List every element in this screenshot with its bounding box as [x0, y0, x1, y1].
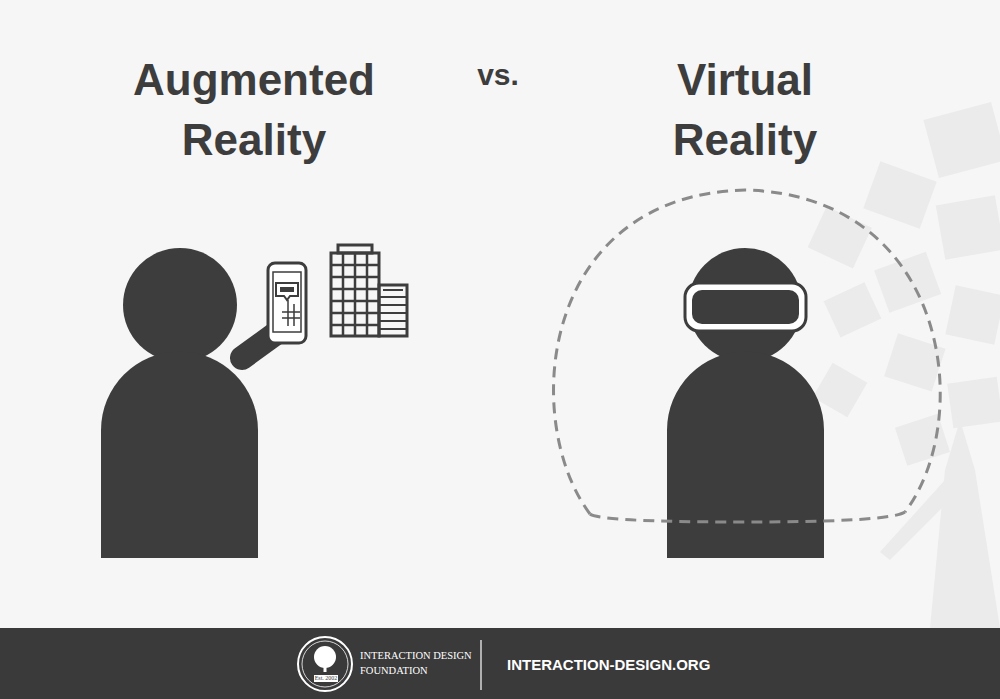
ar-person-part	[101, 352, 258, 559]
watermark-tree-part	[923, 102, 1000, 178]
vr-person	[667, 248, 824, 558]
footer-bar-part	[302, 641, 348, 687]
watermark-tree-part	[895, 414, 950, 466]
ar-heading: Augmented Reality	[119, 50, 389, 170]
vr-heading: Virtual Reality	[610, 50, 880, 170]
phone-icon-part	[282, 300, 300, 326]
footer-bar-part	[0, 628, 1000, 699]
phone-icon-part	[268, 263, 306, 343]
building-icon-part	[379, 285, 407, 336]
watermark-tree-part	[884, 333, 945, 391]
building-icon-part	[379, 290, 407, 329]
phone-icon-part	[276, 283, 298, 300]
foundation-name: INTERACTION DESIGN FOUNDATION	[360, 648, 478, 678]
watermark-tree-part	[945, 285, 1000, 344]
footer-bar-part	[298, 637, 352, 691]
virtual-dome-part	[590, 512, 905, 522]
footer-bar	[0, 628, 1000, 699]
vr-person-part	[667, 352, 824, 559]
virtual-dome	[554, 190, 941, 522]
watermark-tree-part	[947, 377, 1000, 429]
watermark-tree-part	[936, 195, 1000, 260]
watermark-tree	[808, 102, 1000, 628]
footer-bar-part	[324, 660, 327, 672]
ar-person-part	[123, 248, 237, 362]
ar-person	[101, 248, 286, 558]
watermark-tree-part	[880, 480, 950, 560]
watermark-tree-part	[863, 161, 936, 229]
site-url: INTERACTION-DESIGN.ORG	[507, 655, 767, 675]
phone-icon-part	[273, 272, 301, 332]
building-icon	[331, 245, 407, 336]
established-year: Est. 2002	[314, 675, 339, 682]
versus-label: vs.	[448, 58, 548, 92]
watermark-tree-part	[808, 206, 872, 268]
watermark-tree-part	[824, 282, 882, 337]
building-icon-part	[331, 253, 379, 336]
virtual-dome-part	[554, 190, 941, 514]
watermark-tree-part	[874, 252, 941, 313]
phone-icon-part	[280, 287, 294, 292]
watermark-tree-part	[930, 420, 1000, 628]
vr-headset	[685, 283, 806, 331]
vr-person-part	[688, 248, 802, 362]
vr-headset-part	[692, 290, 799, 324]
building-icon-part	[331, 253, 379, 336]
vr-headset-part	[685, 283, 806, 331]
footer-bar-part	[480, 640, 481, 690]
phone-icon	[268, 263, 306, 343]
